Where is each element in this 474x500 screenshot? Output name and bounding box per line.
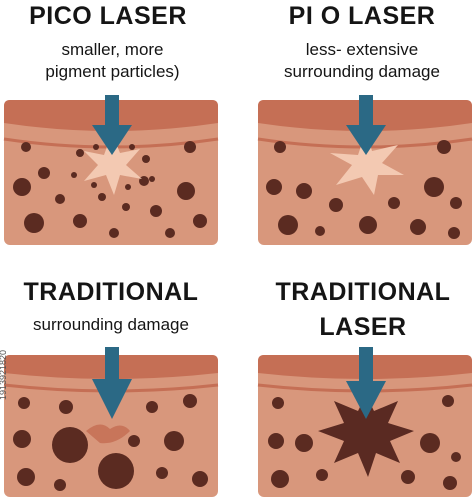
- pigment-particles: [13, 141, 207, 238]
- skin-diagram-pico-less-damage: [257, 95, 473, 245]
- panel-4-title-line-2: LASER: [319, 313, 407, 341]
- pigment-particles: [13, 394, 208, 491]
- panel-3-subtitle: surrounding damage: [33, 315, 189, 334]
- watermark-id: 1913921820: [0, 349, 8, 400]
- skin-diagram-traditional-laser: [257, 347, 473, 497]
- panel-2-title: PI O LASER: [288, 2, 436, 30]
- panel-4-title-line-1: TRADITIONAL: [275, 278, 451, 306]
- laser-arrow-icon: [92, 95, 132, 155]
- skin-diagram-traditional-damage: [3, 347, 219, 497]
- pigment-particles: [266, 140, 462, 239]
- pigment-particles: [268, 395, 461, 490]
- laser-burst: [330, 131, 404, 195]
- laser-arrow-icon: [92, 347, 132, 419]
- fragmented-particles: [71, 144, 155, 190]
- tissue-damage: [86, 424, 130, 444]
- panel-1-subtitle-line-2: pigment particles): [45, 62, 180, 81]
- panel-1-subtitle-line-1: smaller, more: [61, 40, 164, 59]
- panel-3-title: TRADITIONAL: [23, 278, 199, 306]
- panel-1-title: PICO LASER: [29, 2, 187, 30]
- panel-2-subtitle-line-2: surrounding damage: [284, 62, 440, 81]
- panel-2-subtitle-line-1: less- extensive: [305, 40, 419, 59]
- laser-arrow-icon: [346, 95, 386, 155]
- laser-arrow-icon: [346, 347, 386, 419]
- laser-burst: [84, 133, 142, 195]
- skin-diagram-pico-small-particles: [3, 95, 219, 245]
- laser-burst: [318, 395, 414, 477]
